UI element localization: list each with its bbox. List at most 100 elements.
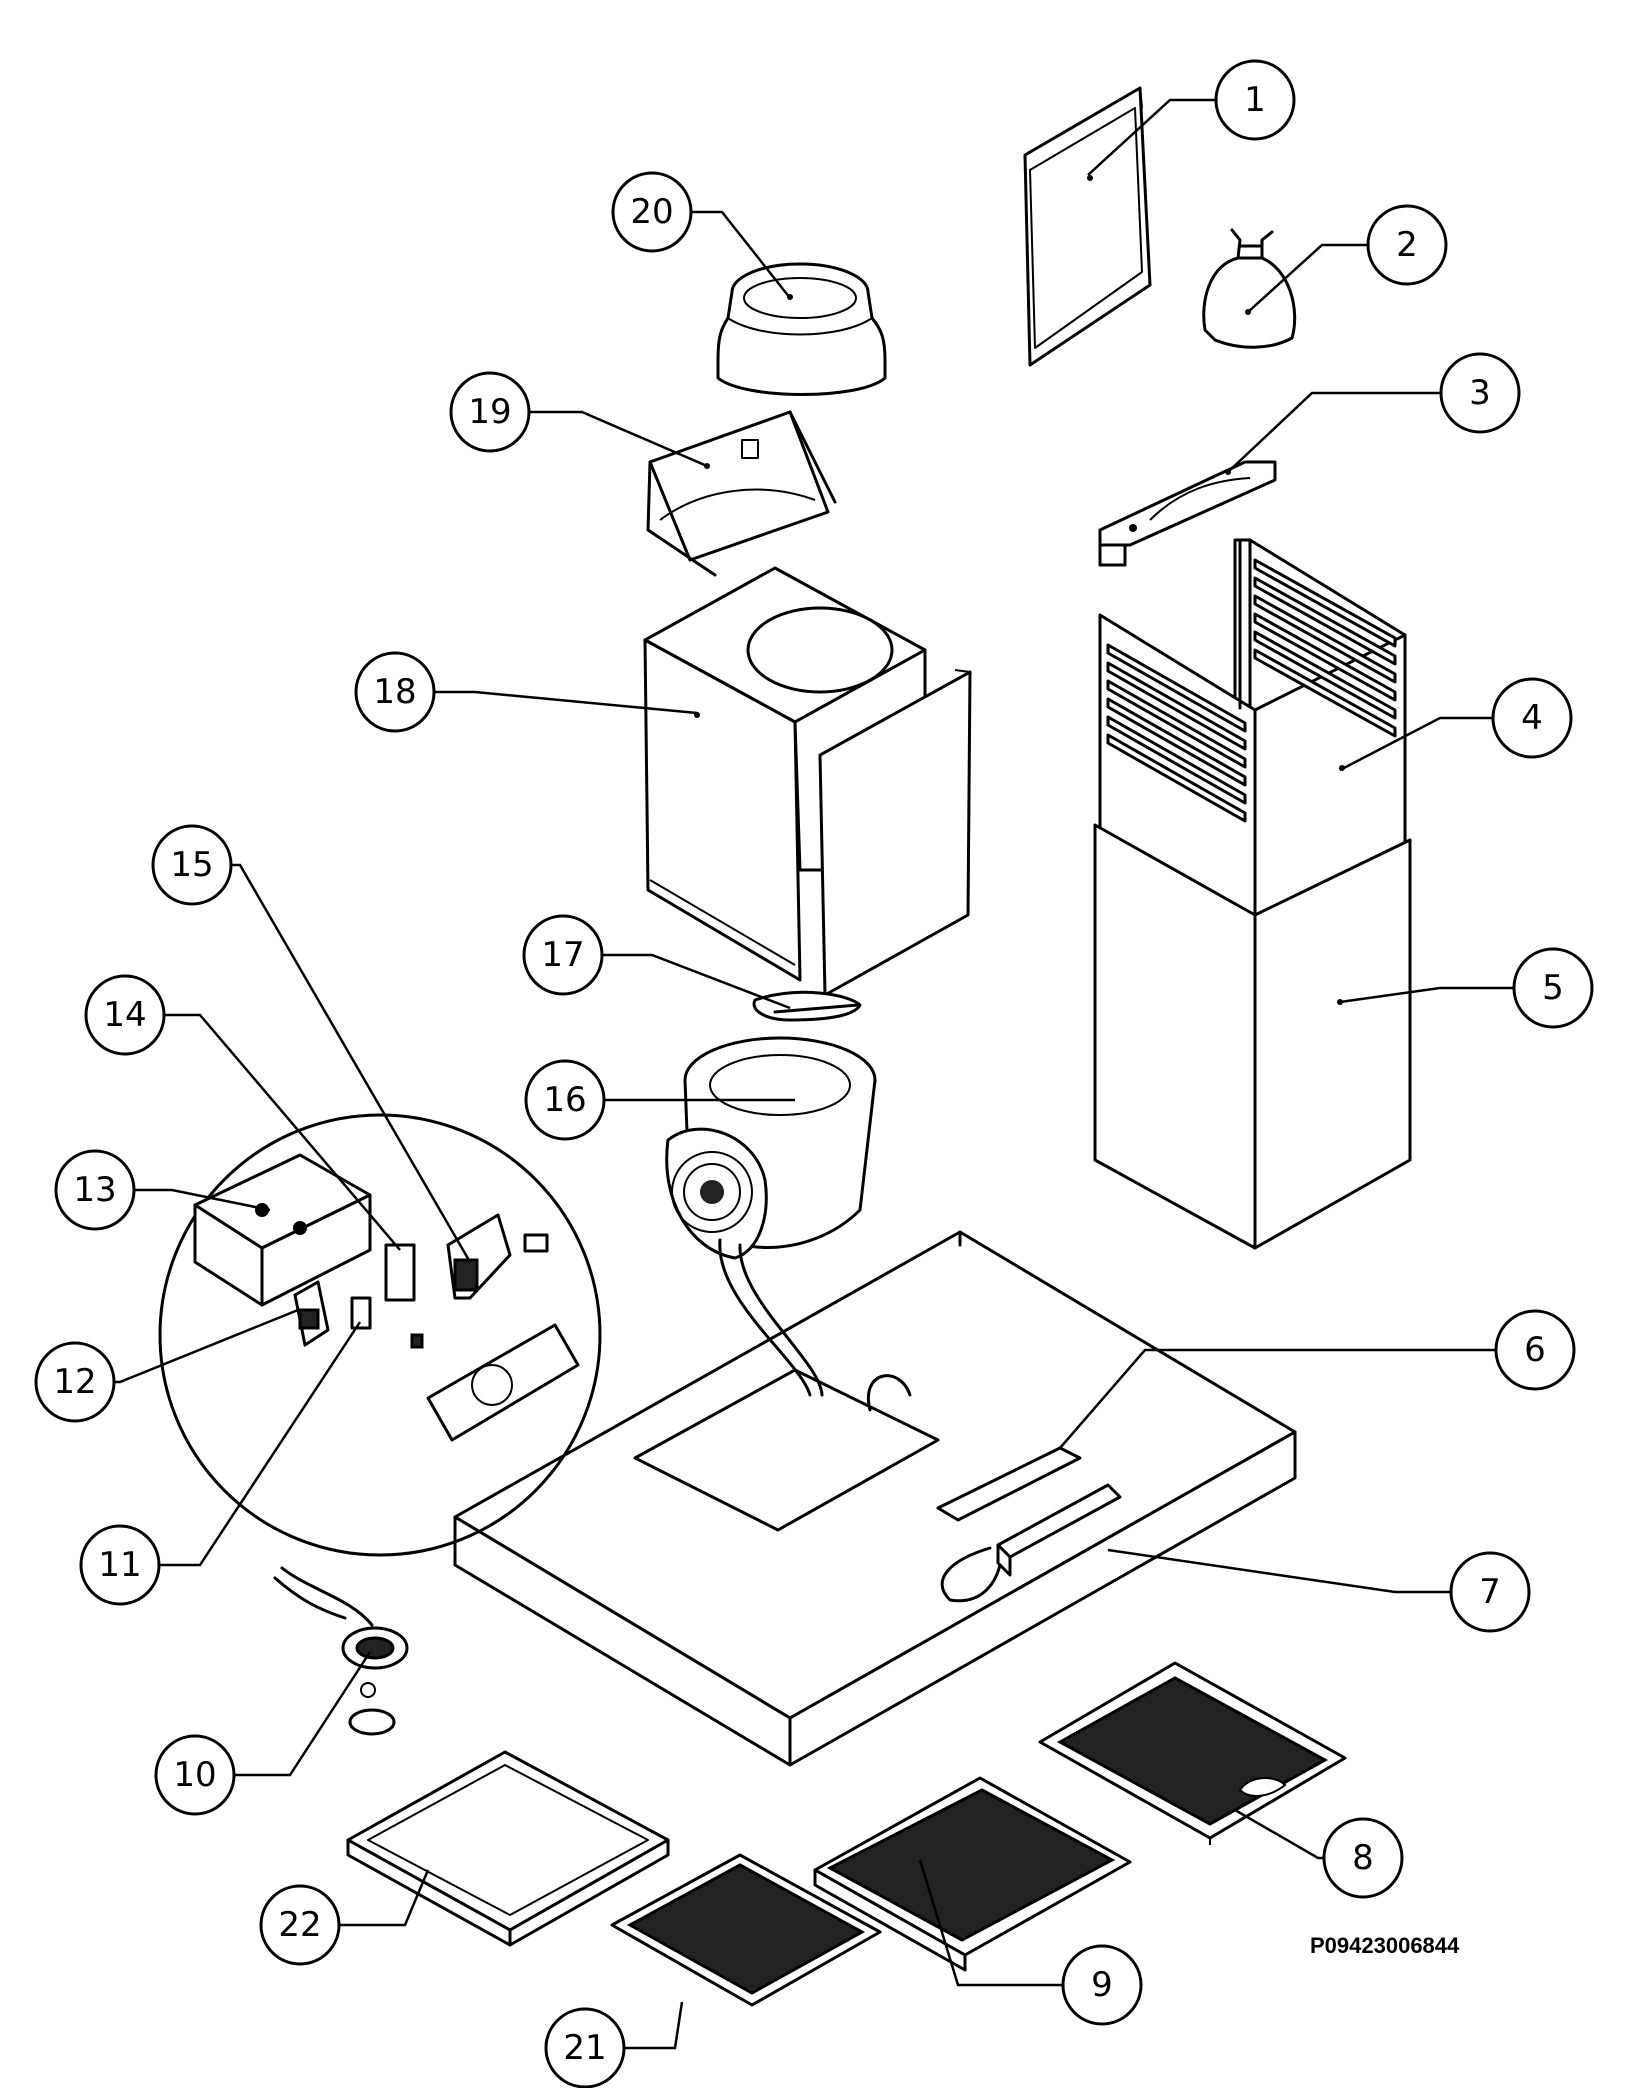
callout-18: 18	[354, 651, 436, 733]
callout-circle	[449, 371, 531, 453]
callout-number: 12	[53, 1362, 96, 1402]
callout-12: 12	[34, 1341, 116, 1423]
callout-circle	[1214, 59, 1296, 141]
part-5-lower-chimney	[1093, 765, 1412, 1250]
vent-slot	[1106, 697, 1247, 787]
vent-slot	[1106, 661, 1247, 751]
callout-number: 10	[173, 1755, 216, 1795]
vent-slot	[1253, 648, 1397, 738]
callout-1: 1	[1214, 59, 1296, 141]
part-19-motor-bracket	[646, 410, 837, 577]
callout-14: 14	[84, 974, 166, 1056]
callout-circle	[259, 1884, 341, 1966]
callout-circle	[1439, 352, 1521, 434]
callout-8: 8	[1322, 1817, 1404, 1899]
vent-slot	[1106, 715, 1247, 805]
callout-circle	[354, 651, 436, 733]
callout-13: 13	[54, 1149, 136, 1231]
callout-15: 15	[151, 824, 233, 906]
callout-11: 11	[79, 1524, 161, 1606]
vent-slot	[1106, 733, 1247, 823]
callout-9: 9	[1061, 1944, 1143, 2026]
callout-number: 3	[1469, 373, 1491, 413]
callout-5: 5	[1512, 947, 1594, 1029]
part-3-bracket	[1098, 460, 1277, 567]
callout-number: 16	[543, 1080, 586, 1120]
part-6-control-bracket	[936, 1446, 1082, 1522]
callout-22: 22	[259, 1884, 341, 1966]
callout-6: 6	[1494, 1309, 1576, 1391]
callout-number: 17	[541, 935, 584, 975]
callout-number: 7	[1479, 1572, 1501, 1612]
callout-number: 21	[563, 2028, 606, 2068]
callout-4: 4	[1491, 677, 1573, 759]
callout-number: 14	[103, 995, 146, 1035]
callout-number: 15	[170, 845, 213, 885]
callout-number: 1	[1244, 80, 1266, 120]
callout-number: 2	[1396, 225, 1418, 265]
callout-number: 9	[1091, 1965, 1113, 2005]
callout-3: 3	[1439, 352, 1521, 434]
callout-circle	[1061, 1944, 1143, 2026]
part-2-screw-bag	[1202, 228, 1297, 349]
part-18-fan-housing	[643, 566, 972, 997]
vent-slot	[1106, 679, 1247, 769]
callout-circle	[1512, 947, 1594, 1029]
callout-number: 8	[1352, 1838, 1374, 1878]
callout-number: 4	[1521, 698, 1543, 738]
leader-lines	[115, 98, 1513, 2050]
vent-slot	[1106, 643, 1247, 733]
callout-number: 6	[1524, 1330, 1546, 1370]
vent-slot	[1253, 558, 1397, 648]
callout-number: 5	[1542, 968, 1564, 1008]
callout-21: 21	[544, 2007, 626, 2089]
vent-slot	[1253, 612, 1397, 702]
callout-circle	[1491, 677, 1573, 759]
vent-slot	[1253, 594, 1397, 684]
callout-circle	[1322, 1817, 1404, 1899]
vent-slot	[1253, 630, 1397, 720]
callout-circle	[54, 1149, 136, 1231]
part-20-air-collar	[716, 262, 887, 396]
callout-circle	[524, 1059, 606, 1141]
hood-canopy	[453, 1230, 1297, 1767]
part-17-flap-valve	[752, 990, 862, 1022]
callout-17: 17	[522, 914, 604, 996]
part-10-lamp-holder	[273, 1566, 409, 1736]
callout-circle	[611, 171, 693, 253]
callout-circle	[1494, 1309, 1576, 1391]
callout-circle	[1366, 204, 1448, 286]
callout-number: 19	[468, 392, 511, 432]
vent-slot	[1253, 576, 1397, 666]
callout-circle	[522, 914, 604, 996]
callout-circle	[79, 1524, 161, 1606]
part-22-filter-frame	[346, 1750, 670, 1947]
callout-circle	[544, 2007, 626, 2089]
part-7-control-panel	[940, 1483, 1122, 1603]
callout-circle	[84, 974, 166, 1056]
callout-number: 22	[278, 1905, 321, 1945]
callout-2: 2	[1366, 204, 1448, 286]
callout-number: 11	[98, 1545, 141, 1585]
part-8-grease-filter	[1038, 1661, 1347, 1845]
part-21-mesh-filter	[610, 1853, 882, 2007]
callout-number: 18	[373, 672, 416, 712]
electrical-detail-circle	[158, 1113, 602, 1557]
callout-circle	[34, 1341, 116, 1423]
callout-circle	[151, 824, 233, 906]
callout-number: 13	[73, 1170, 116, 1210]
callout-10: 10	[154, 1734, 236, 1816]
part-4-vent-slots	[1106, 558, 1397, 823]
callout-circle	[154, 1734, 236, 1816]
callout-20: 20	[611, 171, 693, 253]
part-number-code: P09423006844	[1310, 1933, 1460, 1958]
part-16-blower-motor	[665, 1036, 877, 1260]
callout-circle	[1449, 1551, 1531, 1633]
callout-7: 7	[1449, 1551, 1531, 1633]
callout-19: 19	[449, 371, 531, 453]
callout-16: 16	[524, 1059, 606, 1141]
part-9-carbon-filter	[813, 1776, 1132, 1972]
part-1-instruction-envelope	[1023, 86, 1152, 367]
